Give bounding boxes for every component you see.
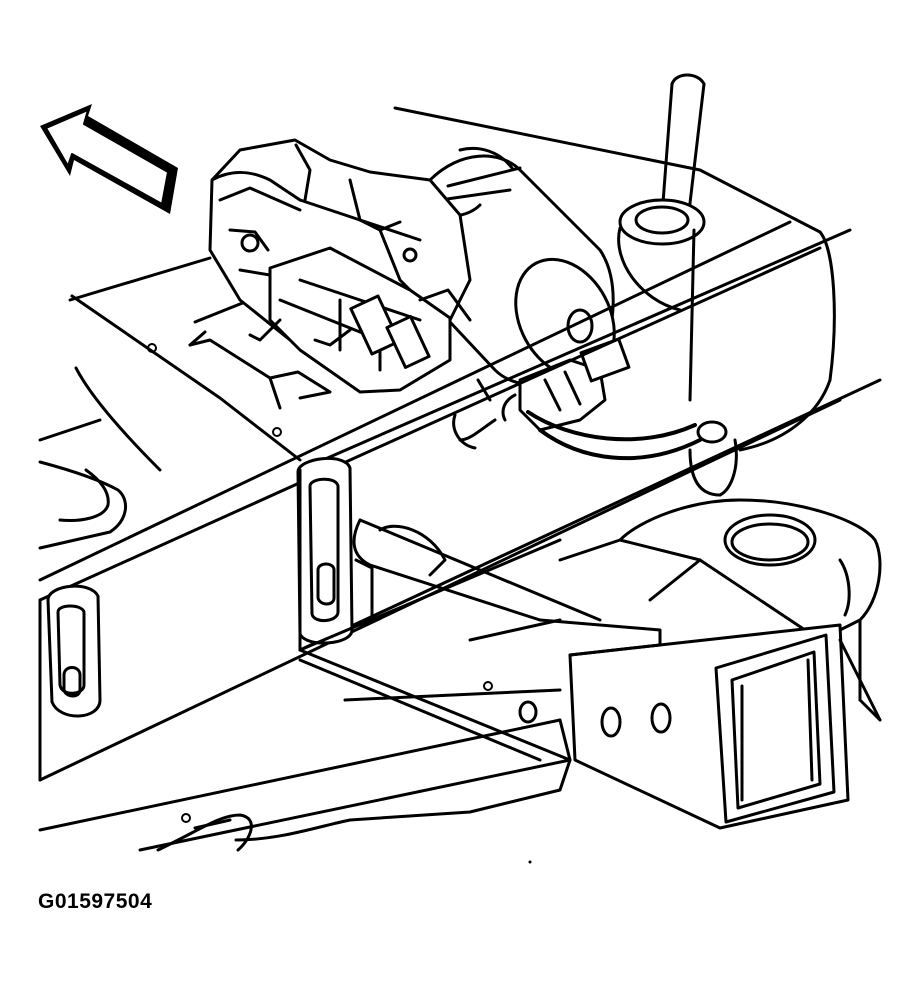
vent-tube <box>617 73 706 402</box>
air-compressor-assembly <box>208 138 616 394</box>
front-direction-arrow-icon <box>40 104 178 214</box>
air-line-connector <box>452 337 738 497</box>
figure-id-label: G01597504 <box>38 890 153 913</box>
frame-box-rail <box>298 518 850 830</box>
frame-bracket-left <box>46 584 102 718</box>
frame-front-face <box>38 468 562 782</box>
speck-mark <box>528 860 532 864</box>
frame-lower-rail <box>38 638 882 852</box>
frame-bracket-center <box>296 456 374 645</box>
frame-rear-rail <box>558 498 882 702</box>
